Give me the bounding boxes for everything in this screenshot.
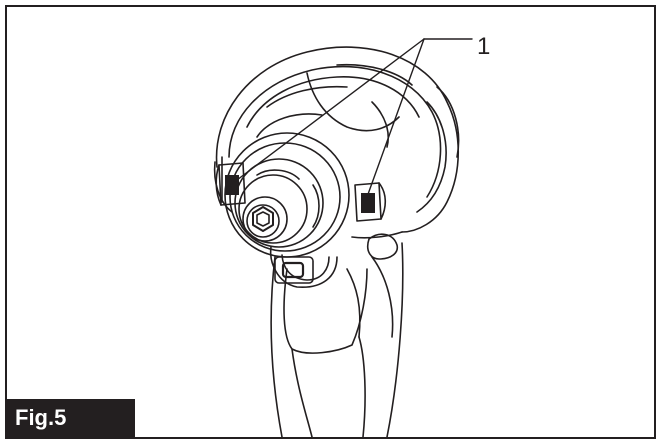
tool-handle <box>270 242 404 437</box>
hex-chuck <box>242 196 288 242</box>
callout-leader-lines <box>232 38 473 198</box>
figure-label: Fig.5 <box>7 399 135 437</box>
callout-number-1: 1 <box>477 33 491 60</box>
side-bump <box>366 233 399 260</box>
right-led-window <box>354 182 387 222</box>
trigger <box>269 246 338 288</box>
figure-frame: 1 Fig.5 <box>5 5 656 439</box>
impact-driver-illustration <box>213 38 473 437</box>
anvil-housing <box>224 132 350 258</box>
